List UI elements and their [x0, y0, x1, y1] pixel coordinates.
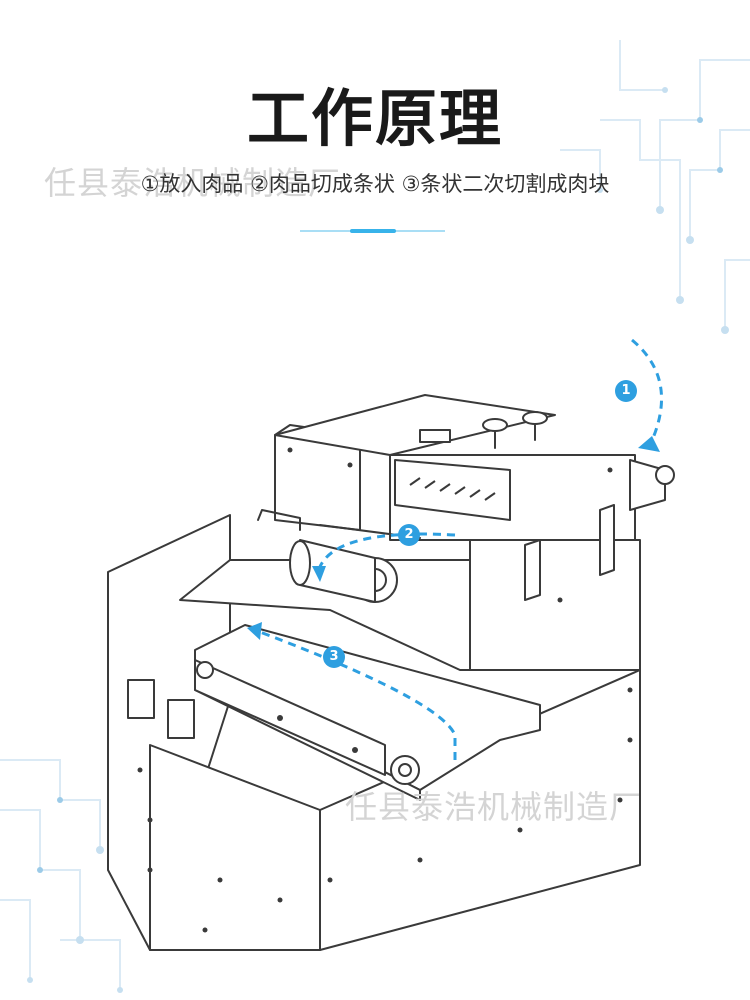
- page-subtitle: ①放入肉品 ②肉品切成条状 ③条状二次切割成肉块: [140, 172, 610, 196]
- watermark-bottom: 任县泰浩机械制造厂: [345, 788, 643, 826]
- watermark-top: 任县泰浩机械制造厂: [44, 164, 342, 202]
- step-1-badge: 1: [615, 380, 637, 402]
- dashed-arrow-icon: [259, 338, 663, 760]
- page-title: 工作原理: [246, 82, 503, 155]
- machine-drawing: [107, 338, 675, 951]
- title-divider-accent: [350, 229, 396, 233]
- step-2-badge: 2: [398, 524, 420, 546]
- step-3-badge: 3: [323, 646, 345, 668]
